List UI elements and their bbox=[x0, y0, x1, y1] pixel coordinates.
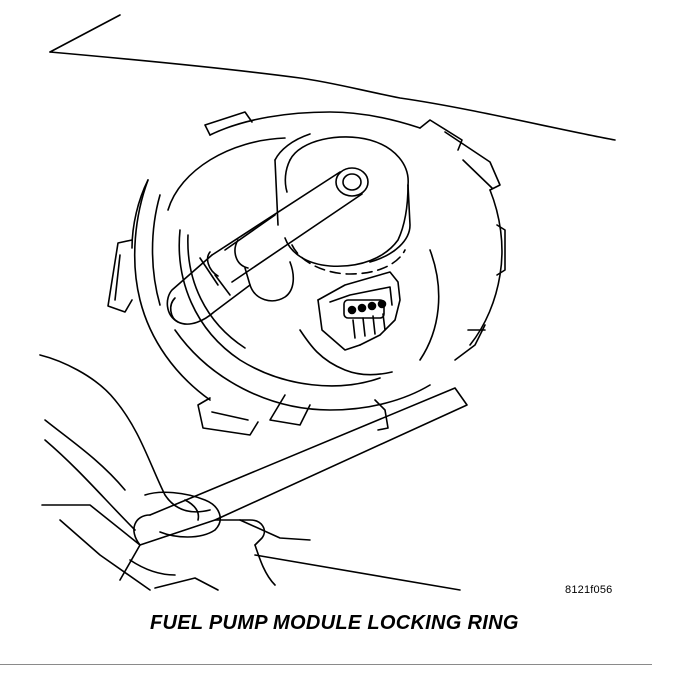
caption-divider bbox=[0, 664, 652, 665]
electrical-connector bbox=[317, 271, 401, 351]
tank-outline bbox=[49, 14, 616, 141]
filter-canister bbox=[274, 133, 411, 275]
locking-ring bbox=[107, 111, 506, 436]
fuel-line bbox=[166, 167, 369, 325]
removal-tool bbox=[119, 387, 468, 581]
return-pipe bbox=[234, 239, 295, 302]
figure-caption: FUEL PUMP MODULE LOCKING RING bbox=[150, 612, 519, 634]
module-top-plate bbox=[178, 229, 440, 387]
figure-code: 8121f056 bbox=[565, 584, 613, 596]
hands bbox=[39, 354, 461, 591]
